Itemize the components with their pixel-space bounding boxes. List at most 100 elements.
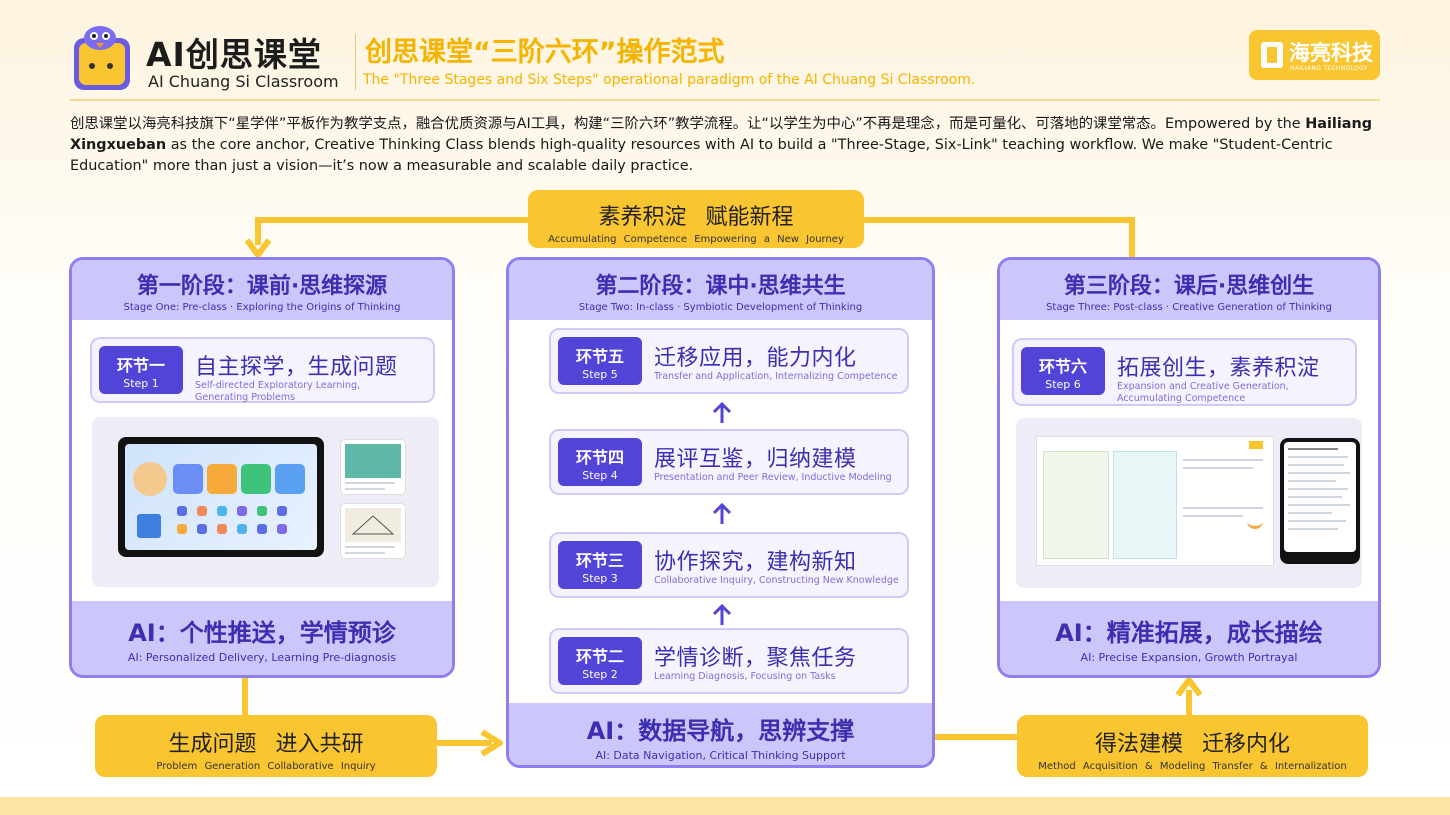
up-arrow-icon <box>1176 677 1202 697</box>
stage-two-subtitle: Stage Two: In-class · Symbiotic Developm… <box>578 302 863 313</box>
transition-label-right: 得法建模 迁移内化 Method Acquisition & Modeling … <box>1017 715 1368 777</box>
right-flow-line-vertical <box>1186 690 1192 716</box>
step-6-badge-en: Step 6 <box>1045 378 1081 391</box>
step-6-title: 拓展创生，素养积淀 <box>1117 356 1320 381</box>
down-arrow-icon <box>245 238 271 258</box>
step-4-title: 展评互鉴，归纳建模 <box>654 447 857 472</box>
stage-one-title: 第一阶段：课前·思维探源 <box>136 274 388 299</box>
stage-two-ai-subtitle: AI: Data Navigation, Critical Thinking S… <box>595 749 846 762</box>
step-3-card: 环节三 Step 3 协作探究，建构新知 Collaborative Inqui… <box>549 532 909 598</box>
footer-band <box>0 797 1450 815</box>
loop-label-cn: 素养积淀 赋能新程 <box>598 205 794 230</box>
stage-three-header: 第三阶段：课后·思维创生 Stage Three: Post-class · C… <box>1000 260 1378 320</box>
top-loop-line-right <box>862 217 1135 223</box>
step-6-badge: 环节六 Step 6 <box>1021 347 1105 395</box>
stage-two-title: 第二阶段：课中·思维共生 <box>595 274 846 299</box>
stage-two-header: 第二阶段：课中·思维共生 Stage Two: In-class · Symbi… <box>509 260 932 320</box>
step-4-badge-en: Step 4 <box>582 469 618 482</box>
company-mark-icon <box>1261 42 1283 68</box>
header-rule <box>70 99 1380 101</box>
left-flow-line-vertical <box>242 678 248 716</box>
stage-three-screenshot <box>1016 418 1362 588</box>
up-arrow-icon <box>712 503 732 524</box>
stage-one-ai-title: AI：个性推送，学情预诊 <box>128 619 396 647</box>
company-logo: 海亮科技 HAILIANG TECHNOLOGY <box>1249 30 1380 80</box>
step-5-badge: 环节五 Step 5 <box>558 337 642 385</box>
transition-left-en: Problem Generation Collaborative Inquiry <box>156 761 376 772</box>
step-2-badge-en: Step 2 <box>582 668 618 681</box>
top-loop-drop-right <box>1129 217 1135 259</box>
stage-two-panel: 第二阶段：课中·思维共生 Stage Two: In-class · Symbi… <box>506 257 935 768</box>
stage-three-title: 第三阶段：课后·思维创生 <box>1063 274 1315 299</box>
phone-device <box>1280 438 1360 564</box>
step-1-card: 环节一 Step 1 自主探学，生成问题 Self-directed Explo… <box>90 337 435 403</box>
top-loop-line-left <box>255 217 530 223</box>
stage-three-ai-title: AI：精准拓展，成长描绘 <box>1055 619 1323 647</box>
intro-text-1: 创思课堂以海亮科技旗下“星学伴”平板作为教学支点，融合优质资源与AI工具，构建“… <box>70 116 1306 132</box>
stage-one-screenshot <box>92 417 439 587</box>
loop-label-box: 素养积淀 赋能新程 Accumulating Competence Empowe… <box>528 190 864 248</box>
step-3-title: 协作探究，建构新知 <box>654 550 857 575</box>
step-6-badge-cn: 环节六 <box>1038 357 1087 376</box>
intro-product-name: Hailiang Xingxueban <box>70 116 1373 153</box>
up-arrow-icon <box>712 402 732 423</box>
step-3-badge-en: Step 3 <box>582 572 618 585</box>
stage-three-subtitle: Stage Three: Post-class · Creative Gener… <box>1046 302 1332 313</box>
stage-one-ai-subtitle: AI: Personalized Delivery, Learning Pre-… <box>127 651 397 664</box>
page-subtitle: The "Three Stages and Six Steps" operati… <box>363 72 976 88</box>
loop-label-en: Accumulating Competence Empowering a New… <box>548 234 844 245</box>
transition-right-cn: 得法建模 迁移内化 <box>1095 732 1290 757</box>
stage-three-ai-band: AI：精准拓展，成长描绘 AI: Precise Expansion, Grow… <box>1000 601 1378 675</box>
step-4-badge: 环节四 Step 4 <box>558 438 642 486</box>
stage-three-panel: 第三阶段：课后·思维创生 Stage Three: Post-class · C… <box>997 257 1381 678</box>
intro-text-2: as the core anchor, Creative Thinking Cl… <box>70 137 1333 174</box>
stage-three-ai-subtitle: AI: Precise Expansion, Growth Portrayal <box>1080 651 1298 664</box>
report-document <box>1036 436 1274 566</box>
step-6-card: 环节六 Step 6 拓展创生，素养积淀 Expansion and Creat… <box>1012 338 1357 406</box>
brand-title: AI创思课堂 <box>146 35 322 74</box>
step-4-badge-cn: 环节四 <box>575 448 624 467</box>
step-2-subtitle: Learning Diagnosis, Focusing on Tasks <box>654 671 836 682</box>
step-5-subtitle: Transfer and Application, Internalizing … <box>654 371 898 382</box>
tablet-device <box>118 437 324 557</box>
stage-two-ai-title: AI：数据导航，思辨支撑 <box>586 717 855 745</box>
step-4-subtitle: Presentation and Peer Review, Inductive … <box>654 472 892 483</box>
step-5-title: 迁移应用，能力内化 <box>654 346 857 371</box>
step-6-subtitle: Expansion and Creative Generation, Accum… <box>1117 381 1289 404</box>
mascot-logo <box>70 24 134 92</box>
step-1-title: 自主探学，生成问题 <box>195 355 398 380</box>
step-1-subtitle: Self-directed Exploratory Learning, Gene… <box>195 380 361 403</box>
stage-one-header: 第一阶段：课前·思维探源 Stage One: Pre-class · Expl… <box>72 260 452 320</box>
step-3-subtitle: Collaborative Inquiry, Constructing New … <box>654 575 899 586</box>
stage-one-panel: 第一阶段：课前·思维探源 Stage One: Pre-class · Expl… <box>69 257 455 678</box>
tablet-screen <box>125 444 317 550</box>
right-arrow-icon <box>480 729 503 757</box>
step-1-badge: 环节一 Step 1 <box>99 346 183 394</box>
step-5-badge-en: Step 5 <box>582 368 618 381</box>
right-flow-line <box>935 734 1019 740</box>
step-3-badge-cn: 环节三 <box>575 551 624 570</box>
step-3-badge: 环节三 Step 3 <box>558 541 642 589</box>
intro-paragraph: 创思课堂以海亮科技旗下“星学伴”平板作为教学支点，融合优质资源与AI工具，构建“… <box>70 114 1380 177</box>
question-thumbnail-1 <box>340 439 406 495</box>
question-thumbnail-2 <box>340 503 406 559</box>
transition-right-en: Method Acquisition & Modeling Transfer &… <box>1038 761 1347 772</box>
step-4-card: 环节四 Step 4 展评互鉴，归纳建模 Presentation and Pe… <box>549 429 909 495</box>
phone-screen <box>1284 442 1356 552</box>
step-2-card: 环节二 Step 2 学情诊断，聚焦任务 Learning Diagnosis,… <box>549 628 909 694</box>
stage-two-ai-band: AI：数据导航，思辨支撑 AI: Data Navigation, Critic… <box>509 703 932 765</box>
step-2-title: 学情诊断，聚焦任务 <box>654 646 857 671</box>
step-2-badge-cn: 环节二 <box>575 647 624 666</box>
transition-label-left: 生成问题 进入共研 Problem Generation Collaborati… <box>95 715 437 777</box>
step-5-badge-cn: 环节五 <box>575 347 624 366</box>
company-subname: HAILIANG TECHNOLOGY <box>1290 65 1368 72</box>
stage-one-ai-band: AI：个性推送，学情预诊 AI: Personalized Delivery, … <box>72 601 452 675</box>
brand-subtitle: AI Chuang Si Classroom <box>148 72 339 91</box>
header-divider <box>355 34 356 90</box>
step-5-card: 环节五 Step 5 迁移应用，能力内化 Transfer and Applic… <box>549 328 909 394</box>
stage-one-subtitle: Stage One: Pre-class · Exploring the Ori… <box>123 302 401 313</box>
step-1-badge-en: Step 1 <box>123 377 159 390</box>
page-title: 创思课堂“三阶六环”操作范式 <box>365 37 725 68</box>
up-arrow-icon <box>712 604 732 625</box>
transition-left-cn: 生成问题 进入共研 <box>168 732 364 757</box>
